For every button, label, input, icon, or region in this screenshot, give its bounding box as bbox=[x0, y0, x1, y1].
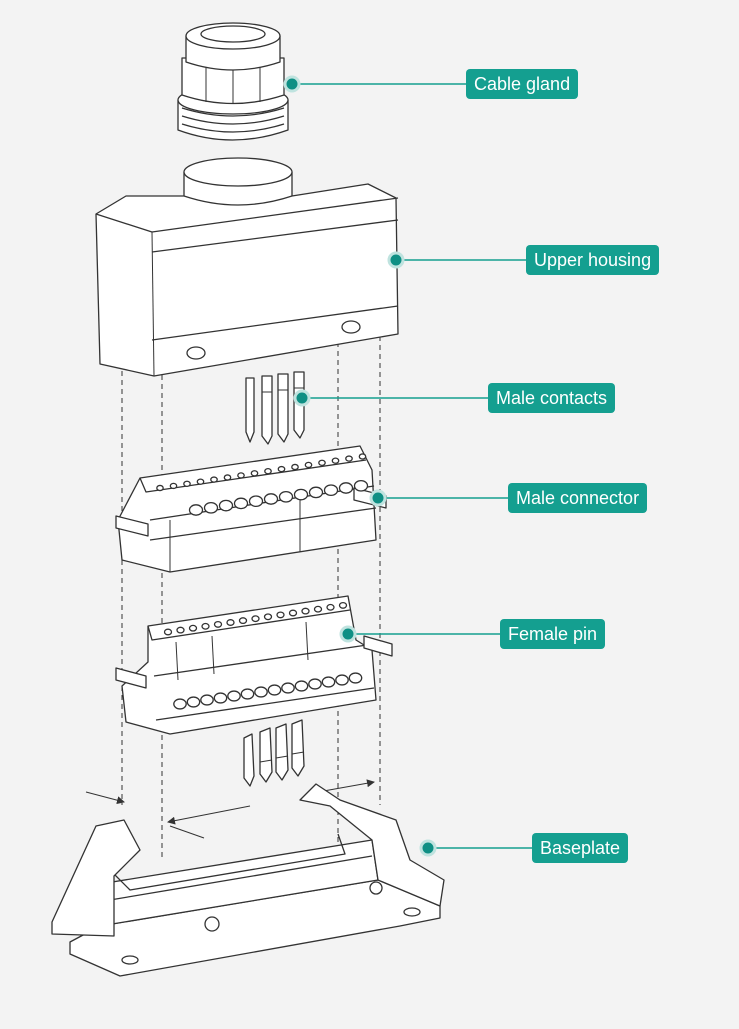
female-top-hole bbox=[251, 615, 260, 623]
female-top-hole bbox=[313, 605, 323, 613]
female-front-hole bbox=[213, 692, 228, 704]
female-front-hole bbox=[294, 680, 309, 692]
female-top-hole bbox=[201, 622, 210, 630]
baseplate-dot bbox=[419, 839, 437, 857]
callout-label-male-contacts: Male contacts bbox=[488, 383, 616, 413]
male-front-hole bbox=[233, 497, 249, 510]
male-top-pin bbox=[183, 480, 191, 488]
male-top-pin bbox=[358, 453, 367, 460]
male-top-pin bbox=[237, 472, 245, 479]
male-top-pin bbox=[210, 476, 218, 483]
male-top-pin bbox=[250, 470, 259, 477]
female-pin-part bbox=[115, 595, 393, 735]
upper-housing-part bbox=[95, 157, 399, 377]
callout-label-male-connector: Male connector bbox=[508, 483, 648, 513]
female-pin-dot bbox=[339, 625, 357, 643]
female-front-hole bbox=[254, 686, 268, 698]
female-front-hole bbox=[227, 690, 241, 702]
male-top-pin bbox=[345, 455, 353, 462]
female-top-hole bbox=[176, 626, 185, 634]
female-top-hole bbox=[263, 613, 273, 621]
female-top-hole bbox=[301, 607, 310, 615]
female-top-hole bbox=[163, 628, 173, 636]
female-top-hole bbox=[276, 611, 285, 619]
callout-label-upper-housing: Upper housing bbox=[526, 245, 660, 275]
female-top-hole bbox=[213, 620, 223, 628]
callout-label-cable-gland: Cable gland bbox=[466, 69, 579, 99]
female-top-hole bbox=[238, 617, 248, 625]
male-front-hole bbox=[308, 486, 324, 499]
male-top-pin bbox=[156, 484, 164, 492]
female-front-hole bbox=[200, 694, 214, 706]
leader-lines bbox=[292, 83, 532, 849]
female-top-hole bbox=[338, 601, 348, 609]
male-connector-part bbox=[115, 445, 387, 573]
female-contacts-part bbox=[243, 719, 305, 787]
female-front-hole bbox=[281, 682, 295, 694]
callout-dots bbox=[283, 75, 437, 857]
male-top-pin bbox=[169, 482, 178, 490]
callout-label-baseplate: Baseplate bbox=[532, 833, 629, 863]
female-front-hole bbox=[348, 672, 363, 684]
female-front-hole bbox=[335, 674, 349, 686]
male-contacts-dot bbox=[293, 389, 311, 407]
male-top-pin bbox=[223, 474, 232, 481]
male-top-pin bbox=[291, 463, 299, 471]
male-front-hole bbox=[188, 504, 204, 516]
male-top-pin bbox=[277, 465, 286, 473]
male-front-hole bbox=[203, 501, 219, 514]
male-front-hole bbox=[338, 482, 354, 494]
cable-gland-dot bbox=[283, 75, 301, 93]
upper-housing-dot bbox=[387, 251, 405, 269]
alignment-guides bbox=[85, 336, 381, 860]
cable-gland-part bbox=[177, 22, 289, 141]
female-front-hole bbox=[240, 688, 255, 700]
female-front-hole bbox=[308, 678, 322, 690]
male-connector-dot bbox=[369, 489, 387, 507]
male-contacts-part bbox=[245, 371, 305, 445]
male-front-hole bbox=[323, 484, 339, 497]
female-front-hole bbox=[267, 684, 282, 696]
male-front-hole bbox=[293, 488, 309, 501]
male-front-hole bbox=[278, 490, 294, 503]
male-top-pin bbox=[331, 457, 340, 464]
male-top-pin bbox=[196, 478, 205, 485]
male-front-hole bbox=[218, 499, 234, 512]
female-top-hole bbox=[326, 603, 335, 611]
callout-label-female-pin: Female pin bbox=[500, 619, 606, 649]
baseplate-part bbox=[51, 783, 445, 977]
male-front-hole bbox=[263, 493, 279, 505]
female-front-hole bbox=[186, 696, 201, 708]
female-top-hole bbox=[288, 609, 298, 617]
female-front-hole bbox=[321, 676, 336, 688]
female-top-hole bbox=[188, 624, 198, 632]
male-top-pin bbox=[318, 459, 326, 467]
female-top-hole bbox=[226, 619, 235, 626]
male-front-hole bbox=[353, 479, 369, 492]
female-front-hole bbox=[173, 698, 187, 710]
male-top-pin bbox=[304, 461, 313, 469]
male-front-hole bbox=[248, 495, 264, 508]
male-top-pin bbox=[264, 467, 272, 475]
